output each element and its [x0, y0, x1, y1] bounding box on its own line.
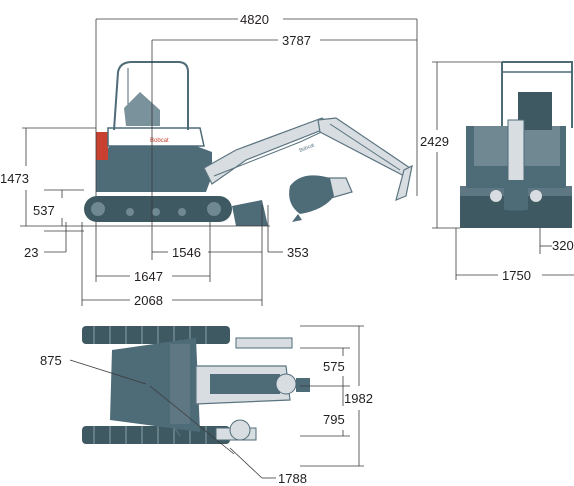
dimension-lines: [20, 18, 574, 479]
top-track-upper: [82, 326, 230, 344]
dim-swing-pivot-distance: 1788: [278, 471, 307, 486]
dim-blade-clearance: 23: [24, 245, 38, 260]
brand-decal: Bobcat: [150, 138, 169, 144]
operator-seat: [124, 92, 160, 126]
dim-undercarriage-width: 1982: [344, 391, 373, 406]
dim-blade-height: 353: [287, 245, 309, 260]
dim-height-overall: 2429: [420, 134, 449, 149]
side-view-excavator: Bobcat Bobcat: [84, 61, 413, 226]
dim-overall-length: 4820: [240, 12, 269, 27]
dim-boom-offset-right: 795: [323, 412, 345, 427]
dim-center-to-track-end: 1647: [134, 269, 163, 284]
dim-track-height: 537: [33, 203, 55, 218]
front-view-excavator: [460, 61, 573, 228]
bucket: [289, 175, 334, 214]
boom: [203, 117, 334, 185]
dim-boom-offset-left: 575: [323, 359, 345, 374]
cab-canopy: [113, 61, 189, 131]
dim-center-to-blade: 1546: [172, 245, 201, 260]
top-track-lower: [82, 426, 230, 444]
dim-counterweight-height: 1473: [0, 171, 29, 186]
top-view-excavator: [82, 326, 310, 444]
svg-text:Bobcat: Bobcat: [299, 142, 316, 154]
dimension-labels: 4820 3787 1473 537 23 1546 353 1647 2068…: [0, 12, 574, 486]
arm: [317, 117, 411, 179]
upper-structure: [96, 146, 212, 192]
dim-front-blade-partial: 320: [552, 238, 574, 253]
dim-tail-swing-radius: 875: [40, 353, 62, 368]
dozer-blade: [232, 200, 268, 226]
dim-track-length: 2068: [134, 293, 163, 308]
accent-stripe: [96, 132, 108, 160]
dim-length-from-center: 3787: [282, 33, 311, 48]
dim-track-width: 1750: [502, 268, 531, 283]
